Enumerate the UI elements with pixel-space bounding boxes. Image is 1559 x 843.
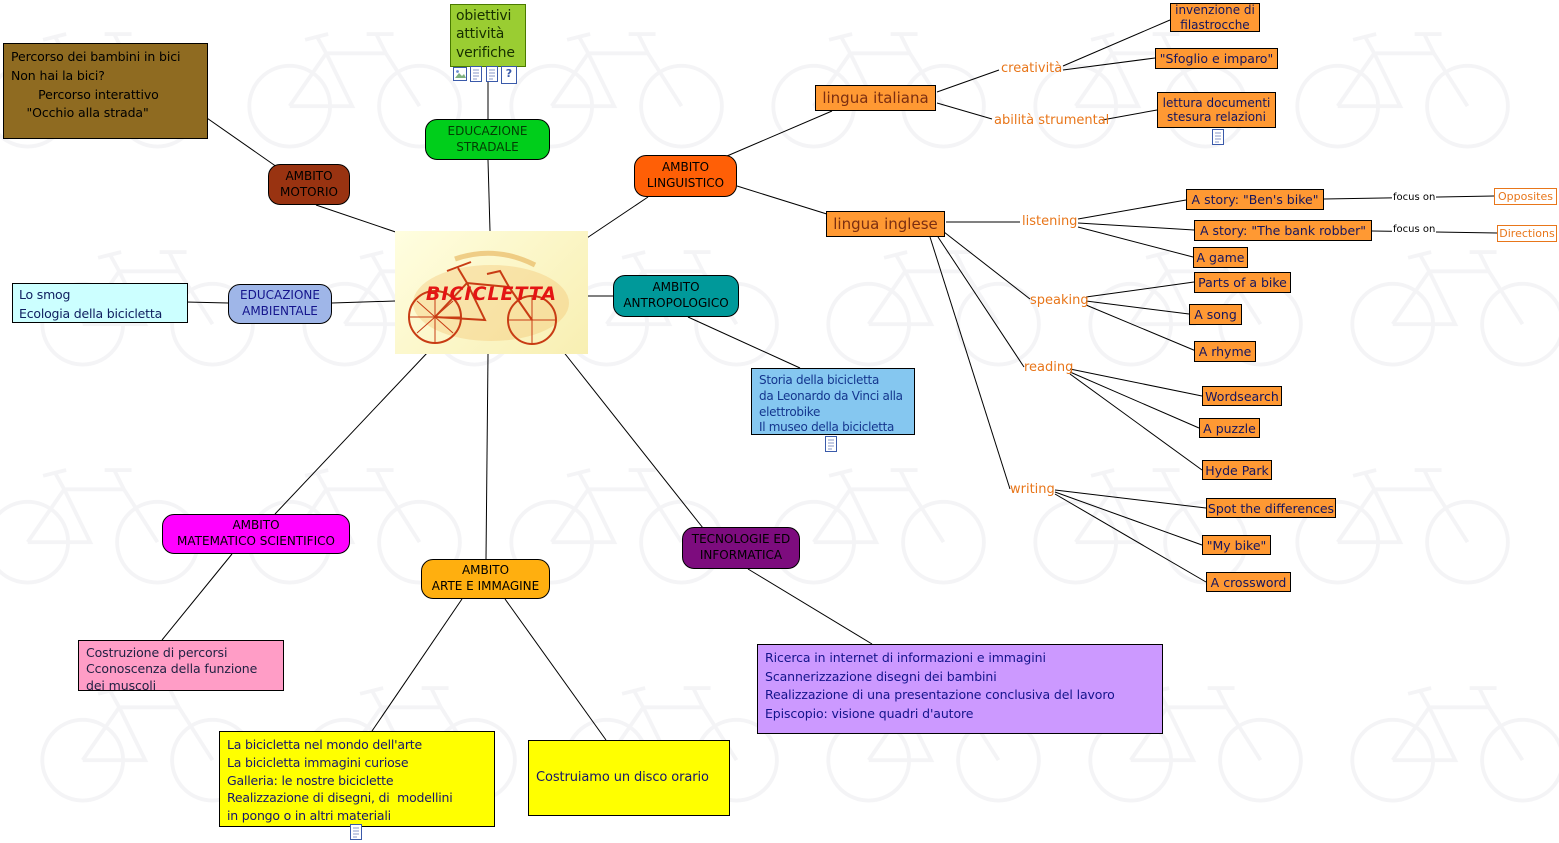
obiettivi-attachment-icons: ? [453,66,517,84]
node-lingua-italiana[interactable]: lingua italiana [815,85,936,111]
branch-label-listening[interactable]: listening [1022,214,1078,229]
note-arte-attivita[interactable]: La bicicletta nel mondo dell'arte La bic… [219,731,495,827]
branch-label-abilita-strumentali[interactable]: abilità strumental [994,113,1110,128]
node-a-song[interactable]: A song [1189,304,1242,325]
connector-label-focus-on: focus on [1392,224,1437,235]
node-story-bens-bike[interactable]: A story: "Ben's bike" [1186,189,1324,210]
node-educazione-stradale[interactable]: EDUCAZIONE STRADALE [425,119,550,160]
branch-label-speaking[interactable]: speaking [1030,293,1089,308]
branch-label-writing[interactable]: writing [1010,482,1055,497]
node-sfoglio-e-imparo[interactable]: "Sfoglio e imparo" [1155,48,1278,69]
node-a-puzzle[interactable]: A puzzle [1199,418,1260,438]
image-icon[interactable] [453,66,467,82]
note-informatica[interactable]: Ricerca in internet di informazioni e im… [757,644,1163,734]
node-my-bike[interactable]: "My bike" [1202,535,1271,555]
node-ambito-matematico-scientifico[interactable]: AMBITO MATEMATICO SCIENTIFICO [162,514,350,554]
note-disco-orario[interactable]: Costruiamo un disco orario [528,740,730,816]
bicycle-sketch-image [408,250,569,345]
node-a-crossword[interactable]: A crossword [1206,572,1291,592]
node-obiettivi[interactable]: obiettivi attività verifiche [450,4,526,67]
branch-label-reading[interactable]: reading [1024,360,1074,375]
node-educazione-ambientale[interactable]: EDUCAZIONE AMBIENTALE [228,284,332,324]
node-a-rhyme[interactable]: A rhyme [1194,341,1256,362]
node-parts-of-a-bike[interactable]: Parts of a bike [1194,272,1291,293]
connector-label-focus-on: focus on [1392,192,1437,203]
node-spot-the-differences[interactable]: Spot the differences [1206,498,1336,518]
document-icon[interactable] [349,824,363,840]
node-story-bank-robber[interactable]: A story: "The bank robber" [1194,220,1372,241]
note-lo-smog[interactable]: Lo smog Ecologia della bicicletta [12,283,188,323]
center-node-bicicletta[interactable]: BICICLETTA [395,231,588,354]
branch-label-creativita[interactable]: creatività [1001,61,1063,76]
node-lingua-inglese[interactable]: lingua inglese [826,211,945,237]
note-costruzione-percorsi[interactable]: Costruzione di percorsi Cconoscenza dell… [78,640,284,691]
node-tecnologie-informatica[interactable]: TECNOLOGIE ED INFORMATICA [682,527,800,569]
document-icon[interactable] [485,66,499,82]
document-icon[interactable] [1211,129,1225,145]
center-title: BICICLETTA [425,282,558,305]
node-opposites[interactable]: Opposites [1494,188,1557,205]
node-ambito-linguistico[interactable]: AMBITO LINGUISTICO [634,155,737,197]
document-icon[interactable] [824,436,838,452]
note-storia-bicicletta[interactable]: Storia della bicicletta da Leonardo da V… [751,368,915,435]
node-hyde-park[interactable]: Hyde Park [1202,460,1272,480]
node-lettura-documenti[interactable]: lettura documenti stesura relazioni [1157,92,1276,128]
node-directions[interactable]: Directions [1497,225,1557,242]
node-ambito-antropologico[interactable]: AMBITO ANTROPOLOGICO [613,275,739,317]
node-invenzione-filastrocche[interactable]: invenzione di filastrocche [1170,3,1260,32]
node-wordsearch[interactable]: Wordsearch [1202,386,1282,406]
help-icon[interactable]: ? [501,66,517,84]
document-icon[interactable] [469,66,483,82]
node-a-game[interactable]: A game [1193,247,1248,268]
node-ambito-motorio[interactable]: AMBITO MOTORIO [268,164,350,205]
node-ambito-arte-immagine[interactable]: AMBITO ARTE E IMMAGINE [421,559,550,599]
note-percorso-bici[interactable]: Percorso dei bambini in bici Non hai la … [3,43,208,139]
